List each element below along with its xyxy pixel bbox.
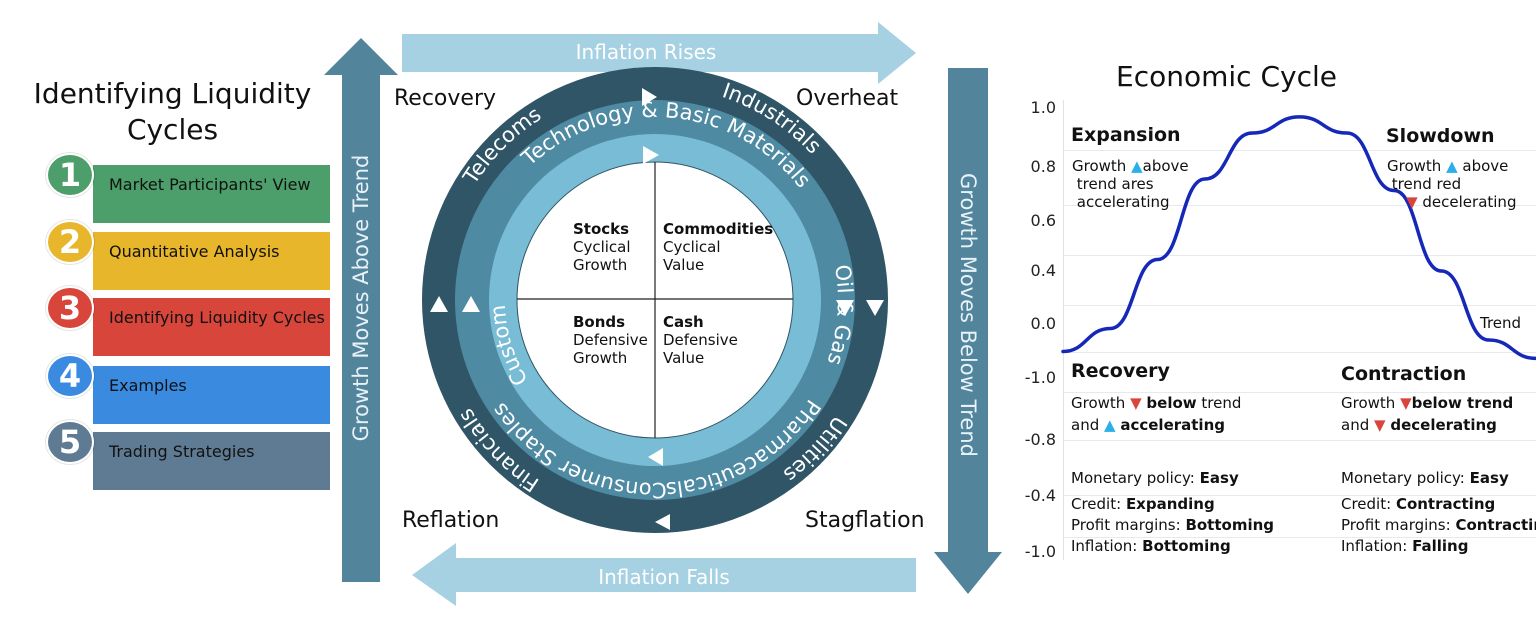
topic-label: Examples xyxy=(109,376,187,395)
arrow-left-label: Growth Moves Above Trend xyxy=(349,155,373,442)
y-tick-label: 0.0 xyxy=(1030,314,1056,333)
trend-label: Trend xyxy=(1480,314,1522,332)
topic-label: Quantitative Analysis xyxy=(109,242,280,261)
arrow-inflation-falls xyxy=(412,543,916,606)
recovery-monetary: Monetary policy: Easy xyxy=(1071,469,1239,487)
triangle-down-icon xyxy=(836,300,854,316)
up-triangle-icon: ▲ xyxy=(1131,157,1143,175)
slowdown-text: Growth ▲ above trend red ▼ decelerating xyxy=(1387,157,1517,211)
page-title: Identifying Liquidity Cycles xyxy=(33,77,312,146)
triangle-up-icon xyxy=(462,296,480,312)
direction-markers xyxy=(430,88,884,530)
topic-item-1[interactable]: Market Participants' View xyxy=(93,165,330,223)
y-tick-label: -0.4 xyxy=(1024,486,1056,505)
phase-reflation: Reflation xyxy=(402,508,500,533)
arrow-inflation-rises xyxy=(402,22,916,84)
triangle-left-icon xyxy=(648,448,663,466)
y-tick-label: 1.0 xyxy=(1030,98,1056,117)
triangle-up-icon xyxy=(430,296,448,312)
y-tick-label: -1.0 xyxy=(1024,542,1056,561)
slowdown-title: Slowdown xyxy=(1386,125,1495,147)
triangle-left-icon xyxy=(655,514,670,530)
topic-item-5[interactable]: Trading Strategies xyxy=(93,432,330,490)
topic-number-badge: 3 xyxy=(46,286,94,330)
up-triangle-icon: ▲ xyxy=(1446,157,1458,175)
topic-label: Identifying Liquidity Cycles xyxy=(109,308,325,327)
topic-item-4[interactable]: Examples xyxy=(93,366,330,424)
arrow-right-label: Growth Moves Below Trend xyxy=(956,173,980,457)
phase-recovery: Recovery xyxy=(394,86,497,111)
expansion-title: Expansion xyxy=(1071,124,1181,146)
topic-label: Trading Strategies xyxy=(109,442,255,461)
topic-number-badge: 2 xyxy=(46,220,94,264)
recovery-title: Recovery xyxy=(1071,360,1170,382)
arrow-top-label: Inflation Rises xyxy=(576,40,717,64)
y-tick-label: -1.0 xyxy=(1024,368,1056,387)
cycle-curve-line xyxy=(1061,115,1536,361)
phase-overheat: Overheat xyxy=(796,86,899,111)
down-triangle-icon: ▼ xyxy=(1406,193,1418,211)
triangle-down-icon xyxy=(866,300,884,316)
topic-label: Market Participants' View xyxy=(109,175,311,194)
expansion-text: Growth ▲above trend ares accelerating xyxy=(1072,157,1189,211)
chart-title: Economic Cycle xyxy=(1116,60,1337,93)
topic-item-3[interactable]: Identifying Liquidity Cycles xyxy=(93,298,330,356)
triangle-right-icon xyxy=(642,88,657,106)
arrow-growth-below xyxy=(934,68,1002,594)
topic-number-badge: 5 xyxy=(46,420,94,464)
topic-item-2[interactable]: Quantitative Analysis xyxy=(93,232,330,290)
topic-number-badge: 4 xyxy=(46,354,94,398)
y-tick-label: -0.8 xyxy=(1024,430,1056,449)
y-axis xyxy=(1063,100,1064,560)
topic-number-badge: 1 xyxy=(46,153,94,197)
y-tick-label: 0.4 xyxy=(1030,261,1056,280)
contraction-monetary: Monetary policy: Easy xyxy=(1341,469,1509,487)
phase-stagflation: Stagflation xyxy=(805,508,925,533)
y-tick-label: 0.8 xyxy=(1030,157,1056,176)
arrow-bottom-label: Inflation Falls xyxy=(598,565,730,589)
y-tick-label: 0.6 xyxy=(1030,211,1056,230)
triangle-right-icon xyxy=(643,146,659,164)
contraction-title: Contraction xyxy=(1341,363,1467,385)
arrow-growth-above xyxy=(324,38,398,582)
